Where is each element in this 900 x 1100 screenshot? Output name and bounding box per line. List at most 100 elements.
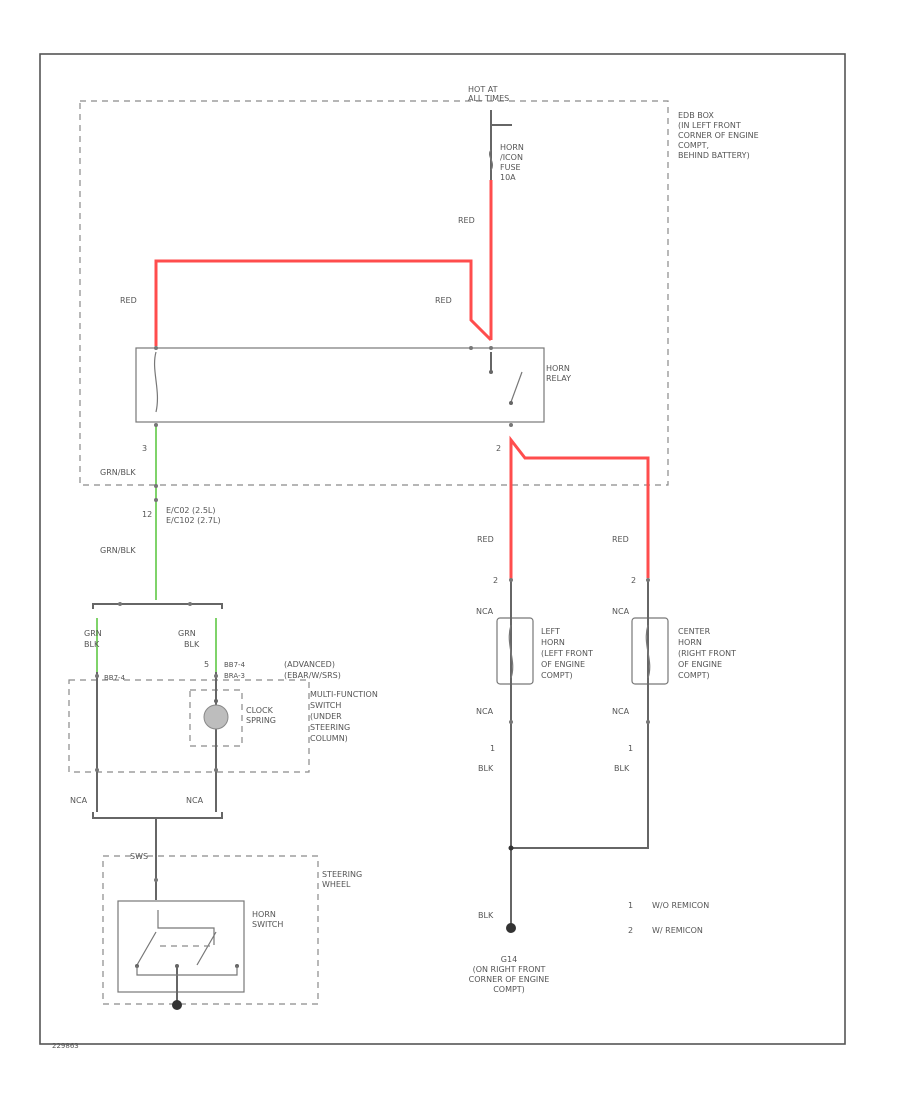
label-line: CLOCK xyxy=(246,706,274,715)
label-line: RELAY xyxy=(546,374,571,383)
pin-label-1: 1 xyxy=(490,744,495,753)
gray-wire-switch-top-bus xyxy=(92,603,223,609)
wire-label-red: RED xyxy=(477,535,494,544)
wire-label-blk: BLK xyxy=(478,764,494,773)
label-line: COMPT) xyxy=(541,671,573,680)
label-line: SWITCH xyxy=(310,701,341,710)
label-line: HOT AT xyxy=(468,85,498,94)
horn-relay-box xyxy=(135,347,545,423)
label-line: STEERING xyxy=(322,870,362,879)
label-line: OF ENGINE xyxy=(541,660,585,669)
clock-spring-pin xyxy=(214,699,218,703)
label-line: HORN xyxy=(541,638,565,647)
label-line: G14 xyxy=(501,955,517,964)
pin-label-3: 3 xyxy=(142,444,147,453)
relay-contact-arm xyxy=(510,371,523,403)
wire-label-blk: BLK xyxy=(84,640,100,649)
left-horn-coil xyxy=(508,624,514,679)
label-line: (IN LEFT FRONT xyxy=(678,121,741,130)
label-line: HORN xyxy=(678,638,702,647)
nca-label: NCA xyxy=(612,607,630,616)
label-line: SPRING xyxy=(246,716,276,725)
pin-label-2: 2 xyxy=(493,576,498,585)
label-line: (ON RIGHT FRONT xyxy=(473,965,546,974)
wire-label-blk: BLK xyxy=(478,911,494,920)
label-line: COMPT, xyxy=(678,141,709,150)
center-horn-label: CENTER HORN (RIGHT FRONT OF ENGINE COMPT) xyxy=(678,627,736,680)
wire-label-grn-blk: GRN/BLK xyxy=(100,468,136,477)
horn-switch-internal xyxy=(157,910,215,945)
label-line: EDB BOX xyxy=(678,111,714,120)
label-line: COMPT) xyxy=(678,671,710,680)
pin-label-2: 2 xyxy=(496,444,501,453)
wire-label-red: RED xyxy=(120,296,137,305)
horn-switch-contact-1 xyxy=(136,931,157,966)
label-line: BEHIND BATTERY) xyxy=(678,151,750,160)
label-line: CENTER xyxy=(678,627,711,636)
red-wire-relay-to-horns xyxy=(509,435,650,580)
ground-icon xyxy=(172,1000,182,1010)
label-line: (ADVANCED) xyxy=(284,660,335,669)
pin-label-12: 12 xyxy=(142,510,152,519)
nca-label: NCA xyxy=(186,796,204,805)
advanced-text: (ADVANCED) (EBAR/W/SRS) xyxy=(284,660,341,680)
nca-label: NCA xyxy=(476,607,494,616)
label-line: (UNDER xyxy=(310,712,342,721)
wire-label-grn: GRN xyxy=(84,629,102,638)
label-line: E/C102 (2.7L) xyxy=(166,516,221,525)
horn-switch-terminal xyxy=(175,964,179,968)
relay-coil-left xyxy=(153,351,159,413)
center-horn-coil xyxy=(645,624,651,679)
label-line: ALL TIMES xyxy=(468,94,509,103)
wire-label-blk: BLK xyxy=(184,640,200,649)
label-line: (EBAR/W/SRS) xyxy=(284,671,341,680)
label-line: COLUMN) xyxy=(310,734,348,743)
label-line: STEERING xyxy=(310,723,350,732)
c1-pin-c: BRA-3 xyxy=(224,672,245,680)
edb-box-outline xyxy=(79,100,669,486)
label-line: LEFT xyxy=(541,627,560,636)
multifunction-switch-label: MULTI-FUNCTION SWITCH (UNDER STEERING COLUMN… xyxy=(310,690,378,743)
label-line: MULTI-FUNCTION xyxy=(310,690,378,699)
label-line: COMPT) xyxy=(493,985,525,994)
c1-pin-b: BB7-4 xyxy=(224,661,246,669)
label-line: /ICON xyxy=(500,153,523,162)
ground-icon xyxy=(506,923,516,933)
pin-label-1: 1 xyxy=(628,744,633,753)
splice-dot xyxy=(508,845,514,851)
legend-text-1: W/O REMICON xyxy=(652,901,709,910)
wire-label-blk: BLK xyxy=(614,764,630,773)
nca-label: NCA xyxy=(476,707,494,716)
label-line: (RIGHT FRONT xyxy=(678,649,736,658)
relay-pin-dot xyxy=(509,401,513,405)
pin-label-2: 2 xyxy=(631,576,636,585)
wire-label-grn-blk: GRN/BLK xyxy=(100,546,136,555)
horn-switch-bottom xyxy=(136,966,238,976)
pin-label-5: 5 xyxy=(204,660,209,669)
steering-wheel-outline xyxy=(102,855,319,1005)
label-line: OF ENGINE xyxy=(678,660,722,669)
center-horn-body xyxy=(631,617,669,685)
wire-label-red: RED xyxy=(435,296,452,305)
label-line: HORN xyxy=(546,364,570,373)
label-line: FUSE xyxy=(500,163,521,172)
connector-c1-label: E/C02 (2.5L)E/C102 (2.7L) xyxy=(166,506,221,525)
c1-pin-a: BB7-4 xyxy=(104,674,126,682)
legend-text-2: W/ REMICON xyxy=(652,926,703,935)
label-line: WHEEL xyxy=(322,880,351,889)
label-line: SWITCH xyxy=(252,920,283,929)
clock-spring-icon xyxy=(203,704,229,730)
sws-label: SWS xyxy=(130,852,148,861)
fuse-symbol xyxy=(488,149,494,171)
gray-wire-switch-bottom-bus xyxy=(92,812,223,819)
legend-num-1: 1 xyxy=(628,901,633,910)
label-line: E/C02 (2.5L) xyxy=(166,506,215,515)
